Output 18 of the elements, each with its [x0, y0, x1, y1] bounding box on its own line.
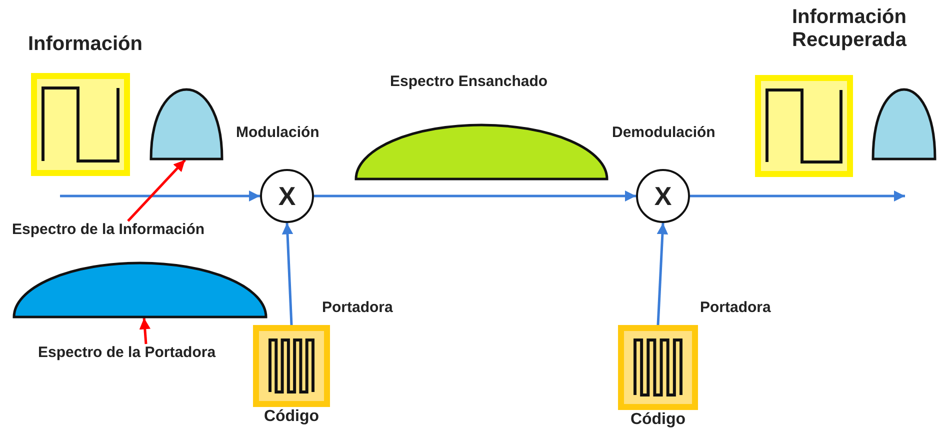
arrow — [60, 190, 260, 202]
arrow — [282, 222, 294, 326]
arrow — [690, 190, 905, 202]
caption-text: Espectro Ensanchado — [390, 73, 549, 90]
caption-text: Código — [629, 411, 687, 430]
caption-text: Demodulación — [612, 124, 716, 142]
arrow — [656, 222, 668, 326]
caption-text: Espectro de la Portadora — [38, 344, 216, 362]
multiplier-circle: X — [636, 169, 690, 223]
leader-line — [139, 318, 150, 344]
arrow — [314, 190, 636, 202]
multiplier-circle: X — [260, 169, 314, 223]
caption-text: Espectro de la Información — [12, 221, 205, 238]
leader-line — [127, 159, 186, 222]
heading: Información Recuperada — [792, 6, 908, 52]
heading: Información — [28, 33, 144, 56]
caption-text: Código — [262, 408, 320, 426]
caption-text: Modulación — [236, 124, 320, 142]
